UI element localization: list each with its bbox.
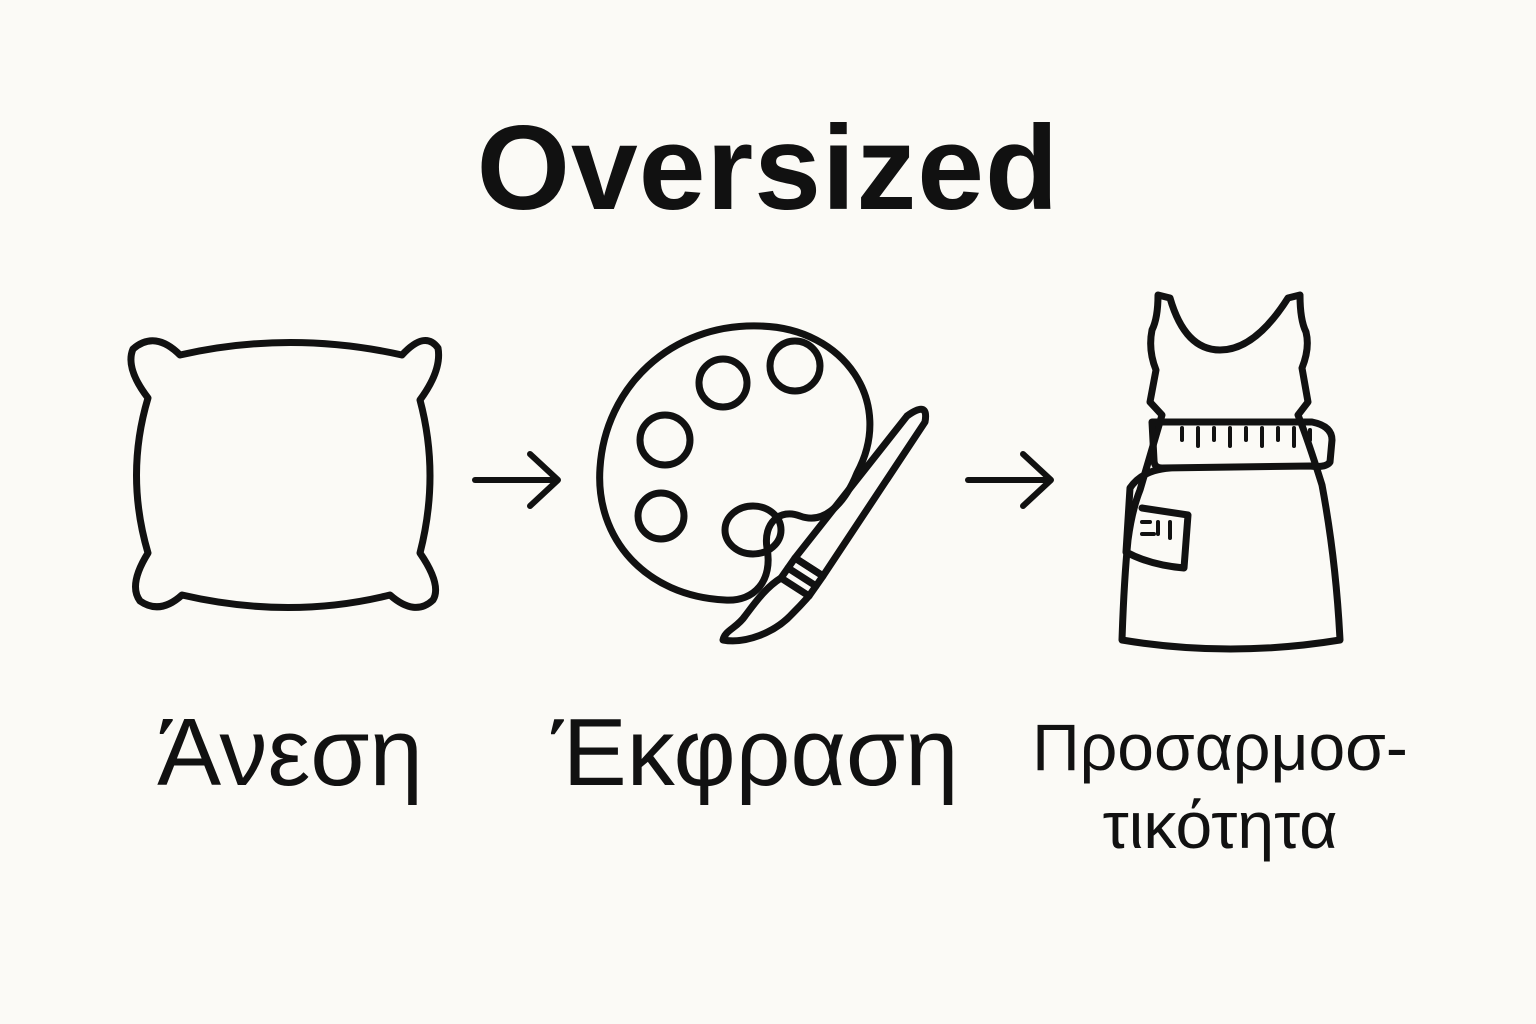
dress-measuring-tape-icon (1110, 290, 1350, 660)
palette-icon (595, 318, 940, 658)
step-label-expression: Έκφραση (551, 699, 959, 806)
arrow-right-icon (965, 448, 1057, 512)
step-label-adaptability: Προσαρμοσ- τικότητα (1032, 710, 1408, 862)
pillow-icon (120, 335, 460, 615)
arrow-right-icon (472, 448, 564, 512)
diagram-title: Oversized (476, 101, 1060, 235)
step-label-comfort: Άνεση (157, 699, 423, 806)
